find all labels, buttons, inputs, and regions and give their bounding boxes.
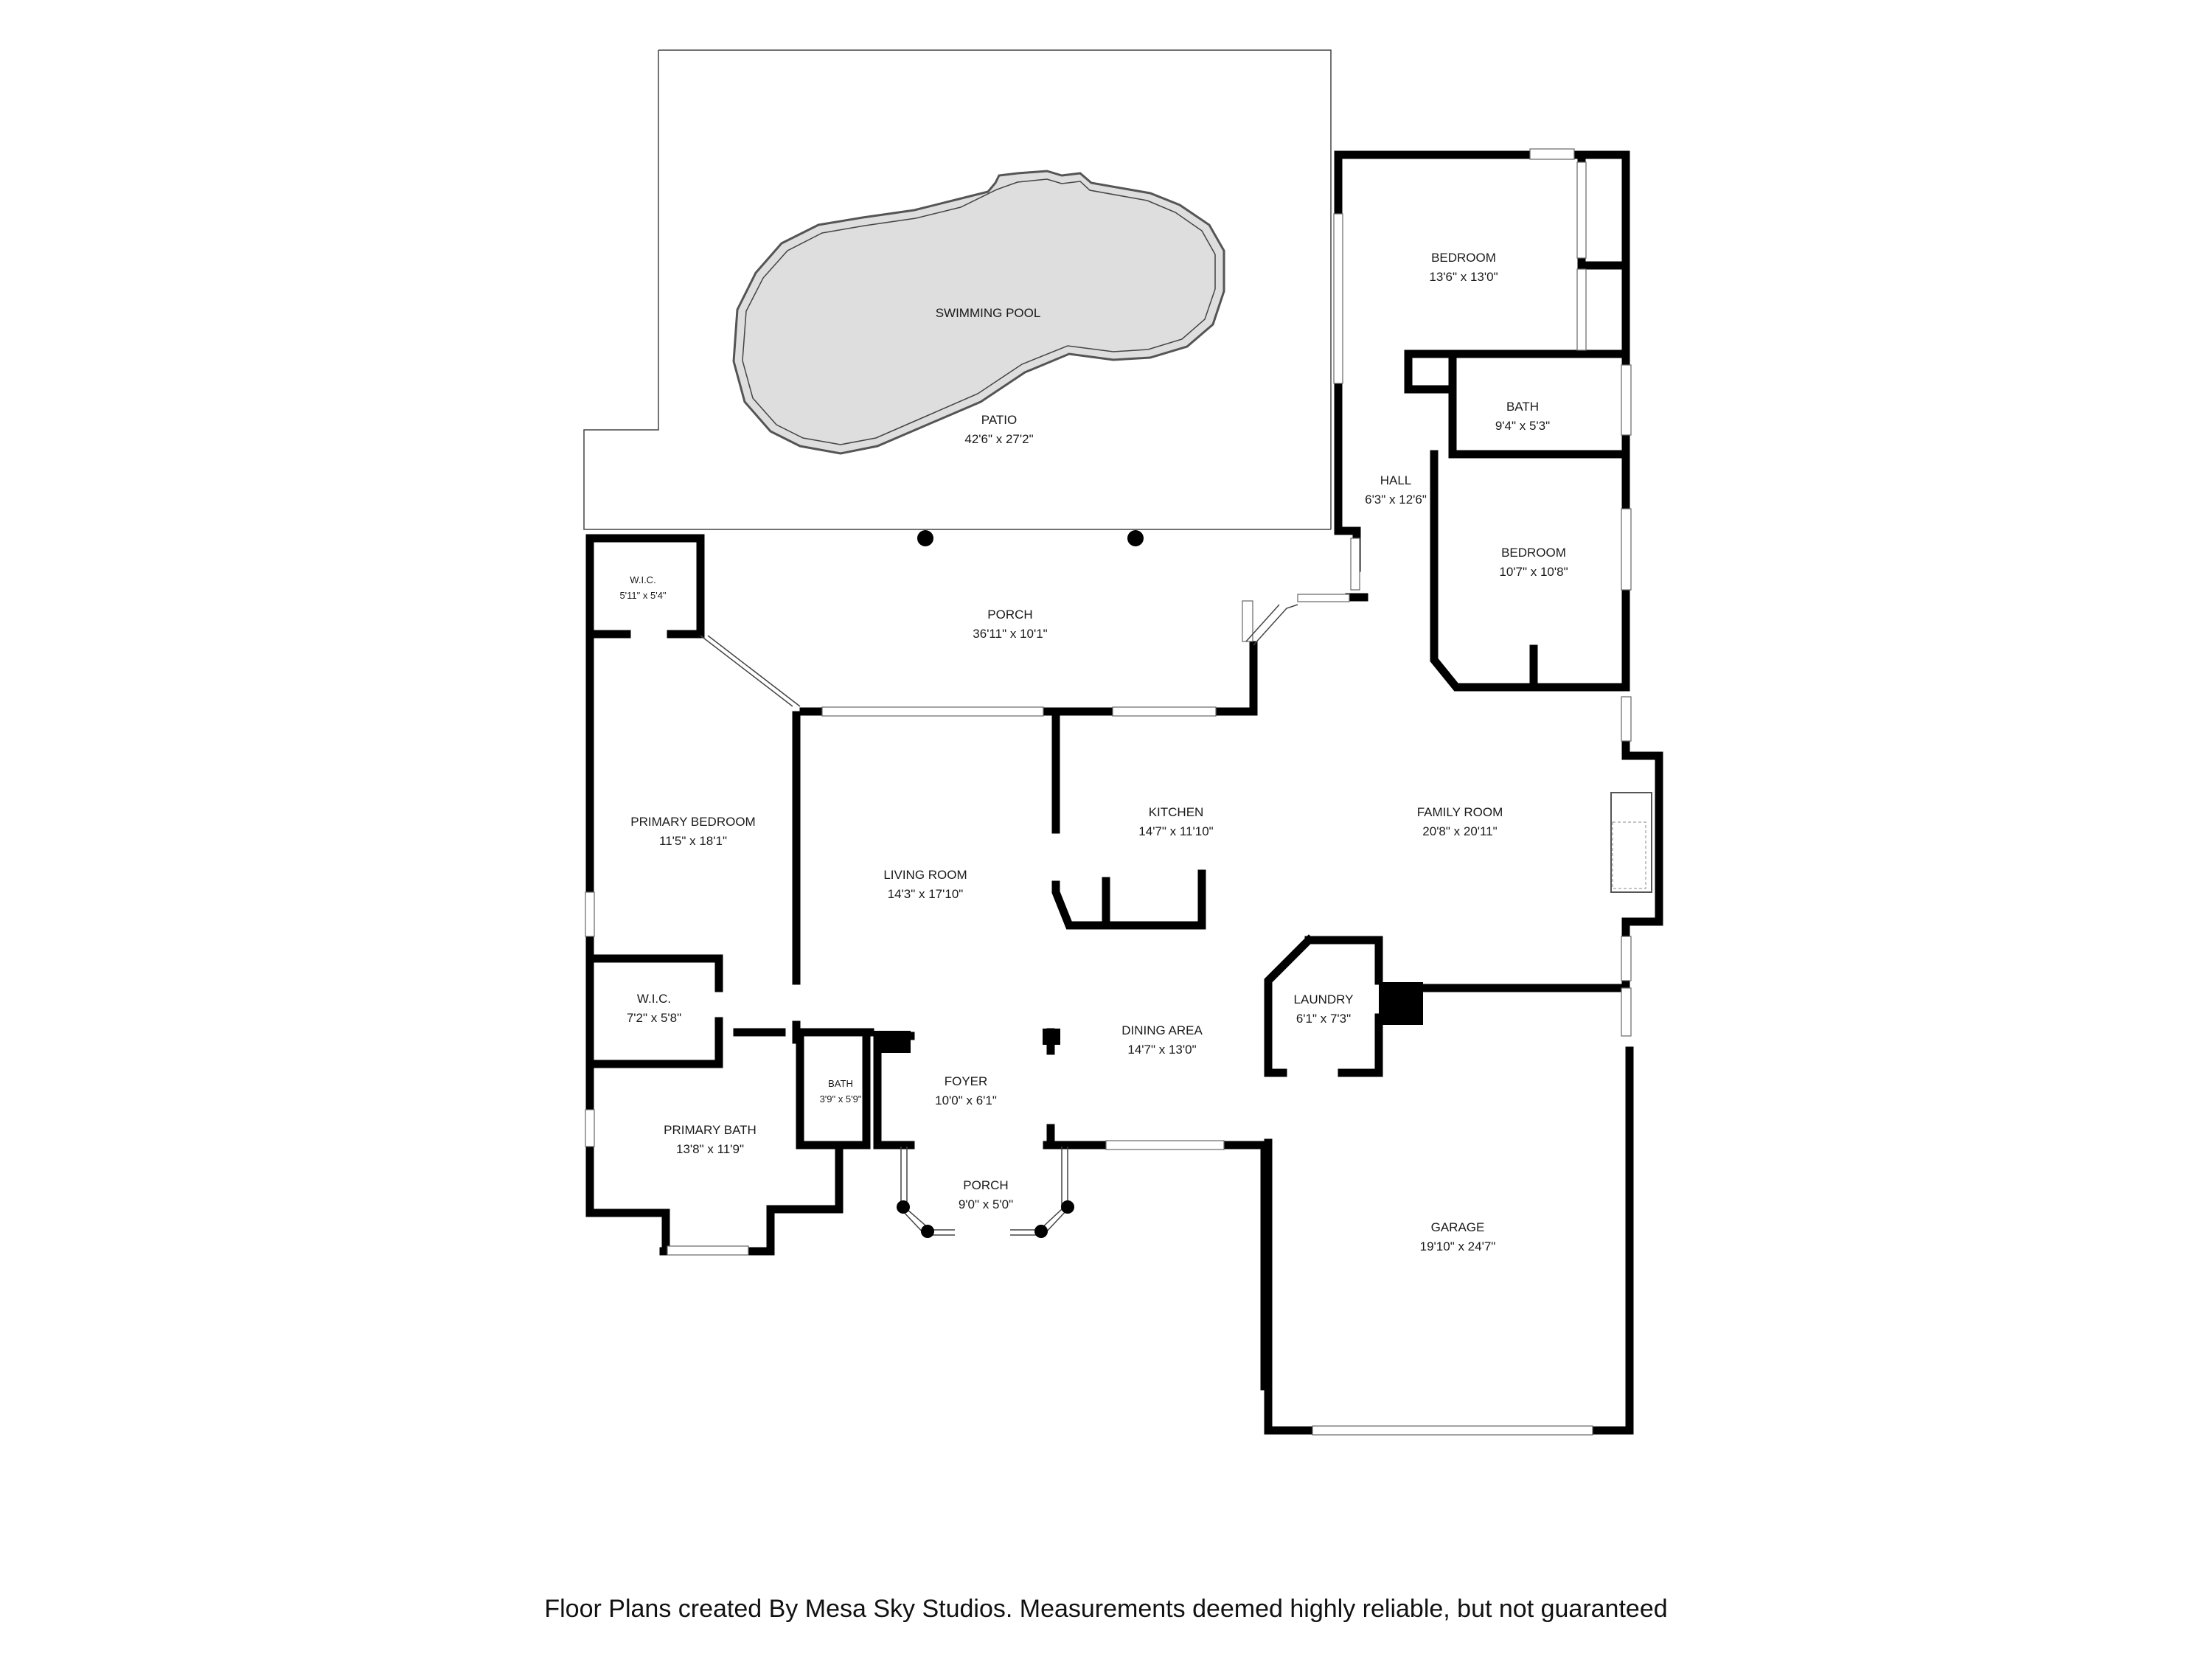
foyer-post [874,1031,911,1053]
room-dims-living-room: 14'3" x 17'10" [888,887,964,901]
room-dims-porch-front: 9'0" x 5'0" [959,1197,1013,1211]
room-label-primary-bath: PRIMARY BATH [664,1123,757,1137]
porch-column [1127,530,1144,546]
room-label-bedroom-2: BEDROOM [1501,546,1566,560]
room-label-porch-front: PORCH [963,1178,1008,1192]
room-label-bath-1: BATH [1506,400,1539,414]
room-dims-kitchen: 14'7" x 11'10" [1138,824,1213,838]
room-label-garage: GARAGE [1431,1220,1485,1234]
room-label-swimming-pool: SWIMMING POOL [936,306,1041,320]
porch-column [917,530,933,546]
room-dims-family-room: 20'8" x 20'11" [1422,824,1497,838]
porch-column [897,1200,910,1214]
room-dims-laundry: 6'1" x 7'3" [1296,1012,1351,1026]
room-dims-wic-1: 5'11" x 5'4" [619,590,666,601]
room-label-foyer: FOYER [945,1074,988,1088]
room-dims-bedroom-2: 10'7" x 10'8" [1499,565,1568,579]
room-label-living-room: LIVING ROOM [883,868,967,882]
swimming-pool-shape [732,170,1225,455]
fireplace-hearth [1612,821,1646,889]
porch-column [921,1225,934,1238]
room-dims-foyer: 10'0" x 6'1" [935,1093,997,1107]
room-label-patio: PATIO [981,413,1018,427]
room-label-wic-2: W.I.C. [637,992,671,1006]
room-dims-bedroom-1: 13'6" x 13'0" [1429,270,1498,284]
porch-column [1061,1200,1074,1214]
room-dims-primary-bath: 13'8" x 11'9" [676,1142,744,1156]
room-dims-bath-2: 3'9" x 5'9" [820,1093,862,1105]
windows [585,148,1632,1436]
garage-post [1379,982,1423,1025]
room-label-wic-1: W.I.C. [630,574,655,585]
room-label-family-room: FAMILY ROOM [1417,805,1503,819]
room-label-dining-area: DINING AREA [1121,1023,1203,1037]
room-dims-dining-area: 14'7" x 13'0" [1127,1043,1196,1057]
patio-outline [583,49,1332,530]
room-dims-hall: 6'3" x 12'6" [1365,493,1427,507]
room-dims-porch-back: 36'11" x 10'1" [973,627,1047,641]
room-labels: SWIMMING POOL PATIO 42'6" x 27'2" BEDROO… [619,251,1568,1253]
room-dims-patio: 42'6" x 27'2" [964,432,1033,446]
room-dims-primary-bedroom: 11'5" x 18'1" [659,834,727,848]
fireplace-icon [1610,792,1652,893]
room-label-bath-2: BATH [828,1078,853,1089]
room-dims-garage: 19'10" x 24'7" [1420,1239,1496,1253]
room-label-laundry: LAUNDRY [1294,992,1354,1006]
swimming-pool-inner [742,178,1216,445]
room-label-hall: HALL [1380,473,1412,487]
room-label-bedroom-1: BEDROOM [1431,251,1496,265]
room-label-primary-bedroom: PRIMARY BEDROOM [630,815,755,829]
footer-credit: Floor Plans created By Mesa Sky Studios.… [544,1595,1668,1623]
room-label-porch-back: PORCH [987,608,1032,622]
diagonal-walls [700,604,1298,1236]
room-label-kitchen: KITCHEN [1149,805,1204,819]
room-dims-wic-2: 7'2" x 5'8" [627,1011,681,1025]
dining-post [1043,1029,1060,1045]
porch-column [1034,1225,1048,1238]
room-dims-bath-1: 9'4" x 5'3" [1495,419,1550,433]
